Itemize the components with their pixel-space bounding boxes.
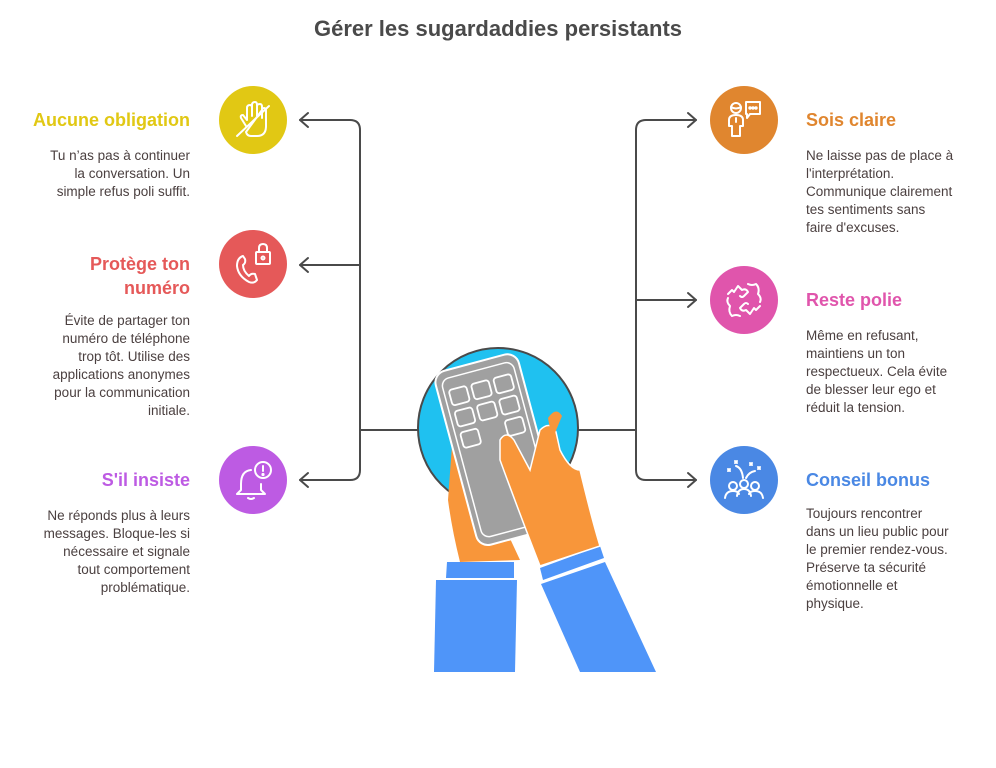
aucune-obligation-circle [219, 86, 287, 154]
description-line: nécessaire et signale [63, 544, 190, 559]
description-line: maintiens un ton [806, 346, 906, 361]
heading-line: numéro [123, 278, 190, 298]
heading-line: Protège ton [89, 254, 190, 274]
sois-claire-heading: Sois claire [806, 110, 897, 130]
handshake-icon [726, 283, 762, 317]
description-line: Évite de partager ton [64, 313, 190, 328]
description-line: tes sentiments sans [806, 202, 926, 217]
description-line: trop tôt. Utilise des [78, 349, 190, 364]
description-line: de blesser leur ego et [806, 382, 936, 397]
description-line: Même en refusant, [806, 328, 919, 343]
description-line: Préserve ta sécurité [806, 560, 927, 575]
description-line: pour la communication [54, 385, 190, 400]
description-line: respectueux. Cela évite [806, 364, 948, 379]
description-line: émotionnelle et [806, 578, 898, 593]
protege-ton-numero-circle [219, 230, 287, 298]
description-line: tout comportement [77, 562, 190, 577]
s-il-insiste-heading: S'il insiste [101, 470, 190, 490]
description-line: le premier rendez-vous. [806, 542, 948, 557]
description-line: dans un lieu public pour [806, 524, 949, 539]
hand-stop-slash-icon [236, 101, 270, 137]
s-il-insiste-circle [219, 446, 287, 514]
phone-lock-icon [236, 243, 271, 284]
right-sleeve [540, 546, 656, 672]
description-line: simple refus poli suffit. [56, 184, 190, 199]
description-line: messages. Bloque-les si [43, 526, 190, 541]
description-line: Ne réponds plus à leurs [47, 508, 190, 523]
conseil-bonus-circle [710, 446, 778, 514]
sois-claire-circle [710, 86, 778, 154]
description-line: l'interprétation. [806, 166, 895, 181]
thumb [548, 411, 562, 440]
conseil-bonus-heading: Conseil bonus [806, 470, 931, 490]
protege-ton-numero-heading: Protège ton numéro [90, 252, 190, 300]
description-line: réduit la tension. [806, 400, 906, 415]
left-sleeve [434, 562, 517, 672]
aucune-obligation-heading: Aucune obligation [33, 110, 190, 130]
description-line: Communique clairement [806, 184, 953, 199]
right-hand [499, 424, 601, 567]
description-line: initiale. [147, 403, 190, 418]
protege-ton-numero-description: Évite de partager ton numéro de téléphon… [53, 312, 190, 420]
description-line: la conversation. Un [74, 166, 190, 181]
description-line: physique. [806, 596, 864, 611]
hands-phone-illustration [417, 347, 656, 672]
description-line: applications anonymes [52, 367, 190, 382]
aucune-obligation-description: Tu n’as pas à continuer la conversation.… [50, 147, 190, 201]
sois-claire-description: Ne laisse pas de place à l'interprétatio… [806, 147, 953, 237]
reste-polie-description: Même en refusant, maintiens un ton respe… [806, 327, 947, 417]
person-speech-icon [728, 101, 761, 137]
bell-alert-icon [236, 461, 272, 500]
description-line: faire d'excuses. [806, 220, 900, 235]
description-line: numéro de téléphone [62, 331, 190, 346]
conseil-bonus-description: Toujours rencontrer dans un lieu public … [806, 505, 949, 613]
description-line: Ne laisse pas de place à [806, 148, 954, 163]
page-title: Gérer les sugardaddies persistants [313, 16, 683, 41]
reste-polie-circle [710, 266, 778, 334]
reste-polie-heading: Reste polie [806, 290, 903, 310]
group-celebration-icon [724, 460, 764, 499]
description-line: Toujours rencontrer [806, 506, 923, 521]
description-line: Tu n’as pas à continuer [50, 148, 190, 163]
description-line: problématique. [100, 580, 190, 595]
s-il-insiste-description: Ne réponds plus à leurs messages. Bloque… [44, 507, 190, 597]
